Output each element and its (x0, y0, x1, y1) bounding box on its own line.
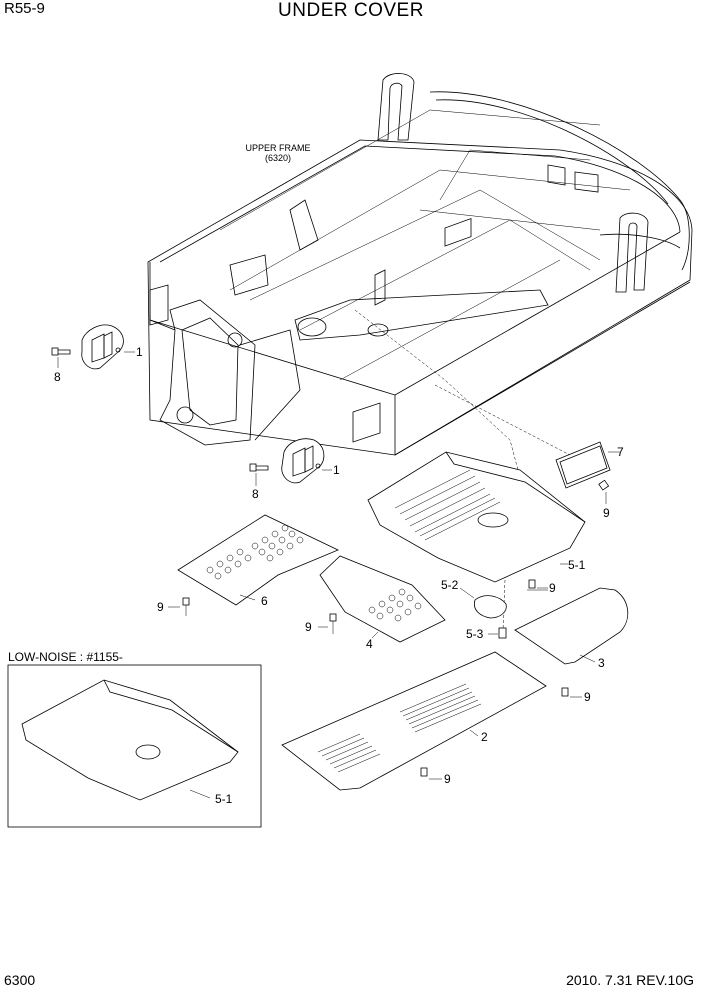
callout-1a: 1 (136, 345, 143, 359)
part-7-plate: 7 9 (555, 441, 624, 520)
revision-stamp: 2010. 7.31 REV.10G (566, 972, 694, 988)
callout-8a: 8 (54, 370, 61, 384)
callout-2: 2 (481, 730, 488, 744)
callout-8b: 8 (252, 487, 259, 501)
part-5-1-cover: 5-1 (367, 451, 586, 583)
callout-7: 7 (617, 445, 624, 459)
callout-5-3: 5-3 (466, 627, 484, 641)
low-noise-section: LOW-NOISE : #1155- 5-1 (7, 650, 262, 828)
callout-9a: 9 (603, 506, 610, 520)
page-number: 6300 (4, 972, 36, 988)
part-8-bolts: 8 8 (51, 347, 269, 501)
callout-6: 6 (261, 594, 268, 608)
callout-5-2: 5-2 (441, 578, 459, 592)
callout-9f: 9 (444, 772, 451, 786)
callout-9b: 9 (157, 600, 164, 614)
callout-4: 4 (366, 637, 373, 651)
low-noise-label: LOW-NOISE : #1155- (8, 650, 123, 664)
upper-frame-label: UPPER FRAME (245, 143, 310, 153)
callout-5-1-low-noise: 5-1 (215, 792, 233, 806)
upper-frame-drawing (147, 73, 693, 456)
callout-9c: 9 (305, 620, 312, 634)
model-code: R55-9 (4, 0, 45, 17)
upper-frame-code: (6320) (265, 153, 291, 163)
low-noise-frame (7, 664, 262, 828)
callout-1b: 1 (333, 463, 340, 477)
part-1-grille-lower: 1 (281, 438, 340, 484)
part-4-panel: 4 9 (305, 555, 446, 651)
callout-9d: 9 (549, 581, 556, 595)
callout-3: 3 (598, 656, 605, 670)
part-5-2-plate: 5-2 5-3 9 (441, 578, 556, 641)
page-title: UNDER COVER (278, 0, 424, 21)
part-3-panel: 3 9 (514, 587, 629, 704)
callout-9e: 9 (584, 690, 591, 704)
part-1-grille-upper: 1 (81, 324, 143, 370)
part-2-panel: 2 9 (281, 651, 547, 791)
callout-5-1: 5-1 (568, 558, 586, 572)
part-6-panel: 6 9 (157, 514, 339, 616)
